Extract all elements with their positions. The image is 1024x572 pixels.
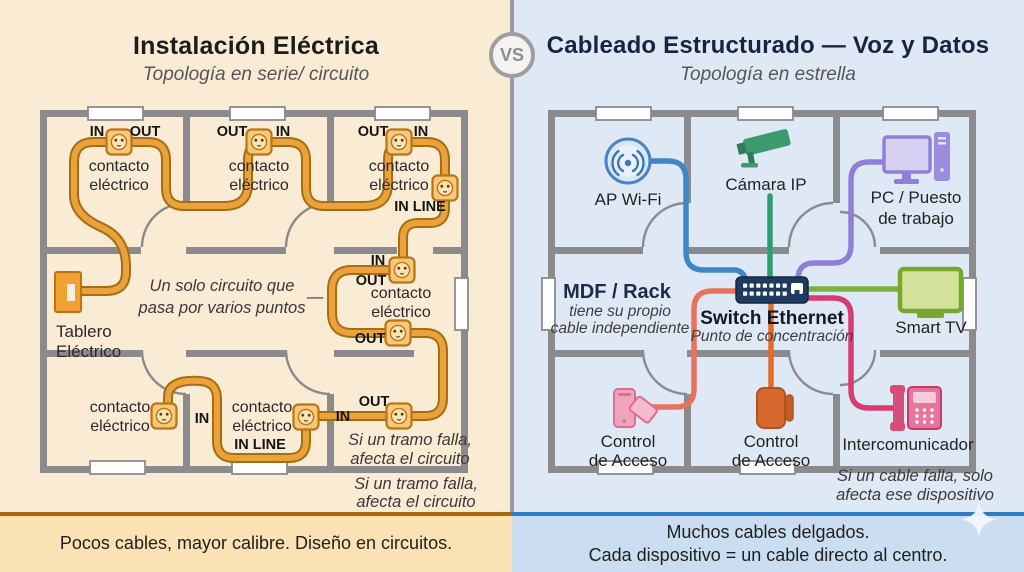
- outlet-icon: [385, 128, 413, 156]
- warning-note: Si un tramo falla,: [354, 475, 478, 493]
- outlet-label: contacto: [369, 158, 430, 175]
- tv-label: Smart TV: [895, 318, 967, 337]
- panel-divider: [510, 0, 514, 512]
- ap-label: AP Wi-Fi: [595, 190, 662, 209]
- center-note: Un solo circuito que: [150, 277, 295, 295]
- circuit-cable: [69, 137, 450, 463]
- outlet-label: eléctrico: [232, 418, 292, 435]
- outlet-icon: [431, 174, 459, 202]
- outlet-icon: [245, 128, 273, 156]
- intercom-phone-icon: [890, 385, 942, 431]
- right-subtitle: Topología en estrella: [680, 64, 856, 85]
- panel-electrical: [0, 0, 512, 512]
- left-footer-bar: Pocos cables, mayor calibre. Diseño en c…: [0, 512, 512, 572]
- right-footer-text: Muchos cables delgados.: [666, 521, 870, 542]
- warning-note: Si un tramo falla,: [348, 431, 472, 449]
- mdf-note: tiene su propio: [569, 303, 671, 320]
- left-labels: IN OUT contacto eléctrico OUT IN contact…: [56, 124, 478, 511]
- door-arcs: [641, 201, 877, 396]
- outlet-label: contacto: [89, 158, 150, 175]
- port-label-out: OUT: [356, 273, 387, 289]
- mdf-label: MDF / Rack: [563, 281, 672, 303]
- port-label-in: IN: [371, 253, 386, 269]
- port-label-in: IN: [336, 409, 351, 425]
- cable-ap: [647, 158, 748, 282]
- access-control-card-icon: [613, 388, 658, 428]
- port-label-in: IN: [276, 124, 291, 140]
- star-note: afecta ese dispositivo: [836, 486, 994, 504]
- smart-tv-icon: [897, 266, 964, 318]
- pc-label: PC / Puesto: [871, 188, 962, 207]
- access-label: de Acceso: [732, 451, 810, 470]
- left-subtitle: Topología en serie/ circuito: [142, 64, 370, 85]
- outlet-label: contacto: [232, 399, 293, 416]
- center-note-dash: —: [306, 288, 324, 306]
- electrical-floorplan: IN OUT contacto eléctrico OUT IN contact…: [40, 106, 478, 511]
- electrical-panel-icon: [54, 271, 82, 313]
- port-label-in: IN: [414, 124, 429, 140]
- port-label-in: IN: [90, 124, 105, 140]
- outlet-label: contacto: [229, 158, 290, 175]
- cable-pc: [795, 159, 887, 281]
- port-label-out: OUT: [130, 124, 161, 140]
- switch-note: Punto de concentración: [691, 328, 854, 345]
- outlet-label: eléctrico: [371, 304, 431, 321]
- port-label-out: OUT: [217, 124, 248, 140]
- outlet-label: eléctrico: [89, 177, 149, 194]
- panel-label: Eléctrico: [56, 342, 121, 361]
- wifi-ap-icon: [604, 137, 652, 185]
- access-control-reader-icon: [756, 387, 794, 429]
- pc-icon: [882, 132, 950, 184]
- right-title: Cableado Estructurado — Voz y Datos: [546, 32, 990, 59]
- sparkle-icon: [962, 502, 996, 537]
- outlet-label: contacto: [90, 399, 151, 416]
- port-label-in: IN: [195, 411, 210, 427]
- structured-floorplan: AP Wi-Fi Cámara IP PC / Puesto de trabaj…: [541, 106, 994, 504]
- port-label-inline: IN LINE: [394, 199, 446, 215]
- star-cables: [647, 158, 904, 411]
- right-labels: AP Wi-Fi Cámara IP PC / Puesto de trabaj…: [551, 175, 994, 504]
- cable-intercom: [803, 295, 895, 411]
- port-label-out: OUT: [355, 331, 386, 347]
- intercom-label: Intercomunicador: [842, 435, 974, 454]
- switch-label: Switch Ethernet: [700, 308, 844, 329]
- center-note: pasa por varios puntos: [138, 299, 306, 317]
- outlet-icon: [292, 403, 320, 431]
- vs-badge: VS: [489, 32, 535, 78]
- right-footer-bar: Muchos cables delgados. Cada dispositivo…: [512, 512, 1024, 572]
- access-label: de Acceso: [589, 451, 667, 470]
- left-footer-text: Pocos cables, mayor calibre. Diseño en c…: [59, 533, 453, 554]
- warning-note: afecta el circuito: [350, 450, 469, 468]
- ip-camera-icon: [736, 129, 791, 168]
- mdf-note: cable independiente: [551, 320, 690, 337]
- warning-note: afecta el circuito: [356, 493, 475, 511]
- star-note: Si un cable falla, solo: [837, 467, 993, 485]
- port-label-inline: IN LINE: [234, 437, 286, 453]
- windows: [541, 106, 977, 475]
- camera-label: Cámara IP: [725, 175, 806, 194]
- pc-label: de trabajo: [878, 209, 954, 228]
- port-label-out: OUT: [359, 394, 390, 410]
- outlet-icon: [385, 402, 413, 430]
- outlet-label: eléctrico: [90, 418, 150, 435]
- cable-access1: [648, 288, 741, 410]
- port-label-out: OUT: [358, 124, 389, 140]
- left-title: Instalación Eléctrica: [133, 32, 379, 60]
- outlet-label: contacto: [371, 285, 432, 302]
- access-label: Control: [744, 432, 799, 451]
- panel-label: Tablero: [56, 322, 112, 341]
- ethernet-switch-icon: [735, 276, 809, 304]
- outlet-icon: [150, 402, 178, 430]
- outlet-icon: [384, 319, 412, 347]
- access-label: Control: [601, 432, 656, 451]
- outlet-label: eléctrico: [229, 177, 289, 194]
- outlet-icon: [105, 128, 133, 156]
- right-footer-text: Cada dispositivo = un cable directo al c…: [588, 545, 948, 565]
- outlet-label: eléctrico: [369, 177, 429, 194]
- outlet-icon: [388, 256, 416, 284]
